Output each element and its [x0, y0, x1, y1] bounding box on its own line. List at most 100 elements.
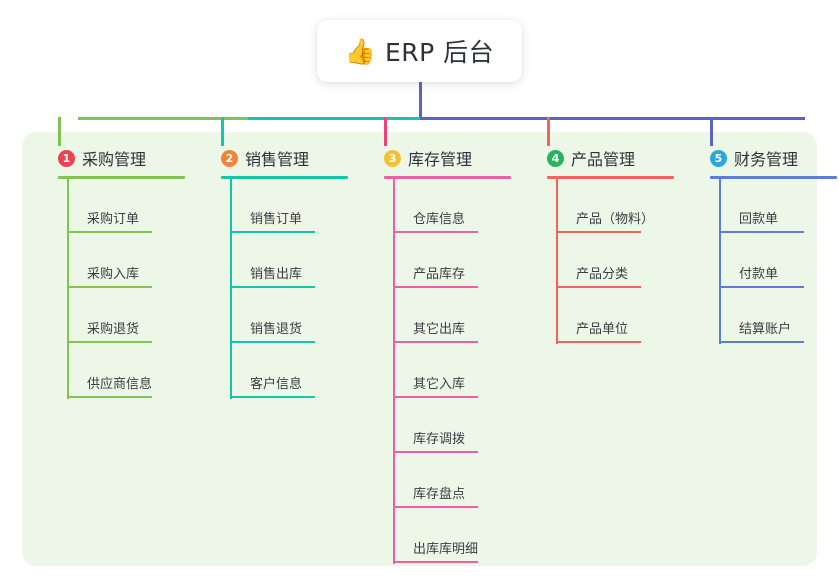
- list-item-label: 产品库存: [413, 267, 466, 282]
- column-badge-4: 4: [547, 149, 564, 167]
- list-item[interactable]: 采购订单: [67, 179, 192, 234]
- list-item-label: 产品分类: [576, 267, 629, 282]
- list-item-rule: [67, 396, 152, 398]
- root-node-card[interactable]: 👍 ERP 后台: [317, 20, 522, 82]
- column-items-4: 产品（物料） 产品分类产品单位: [556, 179, 681, 344]
- column-spine-4: [556, 179, 558, 344]
- list-item-label: 客户信息: [250, 377, 303, 392]
- column-spine-1: [67, 179, 69, 399]
- list-item-rule: [719, 341, 804, 343]
- list-item[interactable]: 产品（物料）: [556, 179, 681, 234]
- list-item[interactable]: 采购退货: [67, 289, 192, 344]
- thumbs-up-icon: 👍: [344, 36, 376, 66]
- list-item-rule: [393, 451, 478, 453]
- column-header-1[interactable]: 1 采购管理: [40, 146, 192, 170]
- list-item-rule: [719, 286, 804, 288]
- list-item-label: 销售出库: [250, 267, 303, 282]
- list-item-label: 库存盘点: [413, 487, 466, 502]
- list-item-rule: [230, 396, 315, 398]
- column-rule-3: [384, 176, 511, 179]
- column-rule-5: [710, 176, 837, 179]
- list-item[interactable]: 销售订单: [230, 179, 355, 234]
- column-spine-3: [393, 179, 395, 564]
- list-item-rule: [230, 286, 315, 288]
- column-badge-3: 3: [384, 149, 401, 167]
- column-title-2: 销售管理: [245, 150, 310, 169]
- list-item-label: 产品单位: [576, 322, 629, 337]
- list-item-rule: [67, 341, 152, 343]
- column-header-3[interactable]: 3 库存管理: [366, 146, 518, 170]
- list-item[interactable]: 供应商信息: [67, 344, 192, 399]
- column-header-4[interactable]: 4 产品管理: [529, 146, 681, 170]
- column-title-4: 产品管理: [571, 150, 636, 169]
- list-item-label: 采购入库: [87, 267, 140, 282]
- list-item[interactable]: 销售出库: [230, 234, 355, 289]
- list-item-rule: [393, 396, 478, 398]
- column-badge-5: 5: [710, 149, 727, 167]
- column-header-5[interactable]: 5 财务管理: [692, 146, 839, 170]
- list-item-rule: [393, 341, 478, 343]
- column-items-1: 采购订单采购入库采购退货供应商信息: [67, 179, 192, 399]
- list-item[interactable]: 客户信息: [230, 344, 355, 399]
- column-rule-2: [221, 176, 348, 179]
- list-item[interactable]: 产品单位: [556, 289, 681, 344]
- list-item-label: 回款单: [739, 212, 779, 227]
- list-item-rule: [719, 231, 804, 233]
- list-item-label: 产品（物料）: [576, 212, 655, 227]
- column-title-3: 库存管理: [408, 150, 473, 169]
- list-item-rule: [393, 506, 478, 508]
- list-item[interactable]: 产品分类: [556, 234, 681, 289]
- list-item-label: 采购退货: [87, 322, 140, 337]
- root-node-title: ERP 后台: [384, 38, 495, 67]
- column-1: 1 采购管理采购订单采购入库采购退货供应商信息: [40, 146, 192, 399]
- column-items-5: 回款单付款单结算账户: [719, 179, 839, 344]
- list-item-rule: [556, 231, 641, 233]
- list-item-rule: [230, 341, 315, 343]
- list-item-rule: [67, 286, 152, 288]
- list-item-label: 销售退货: [250, 322, 303, 337]
- list-item-label: 其它入库: [413, 377, 466, 392]
- column-3: 3 库存管理仓库信息产品库存其它出库其它入库库存调拨库存盘点出库库明细: [366, 146, 518, 564]
- list-item-label: 付款单: [739, 267, 779, 282]
- list-item-label: 供应商信息: [87, 377, 153, 392]
- list-item-rule: [556, 286, 641, 288]
- column-rule-1: [58, 176, 185, 179]
- column-2: 2 销售管理销售订单销售出库销售退货客户信息: [203, 146, 355, 399]
- list-item-label: 结算账户: [739, 322, 792, 337]
- list-item[interactable]: 采购入库: [67, 234, 192, 289]
- list-item[interactable]: 库存盘点: [393, 454, 518, 509]
- list-item[interactable]: 其它入库: [393, 344, 518, 399]
- list-item-label: 采购订单: [87, 212, 140, 227]
- column-items-2: 销售订单销售出库销售退货客户信息: [230, 179, 355, 399]
- list-item[interactable]: 仓库信息: [393, 179, 518, 234]
- diagram-panel-background: [22, 132, 817, 566]
- list-item[interactable]: 出库库明细: [393, 509, 518, 564]
- column-badge-2: 2: [221, 149, 238, 167]
- list-item[interactable]: 回款单: [719, 179, 839, 234]
- list-item[interactable]: 销售退货: [230, 289, 355, 344]
- list-item[interactable]: 付款单: [719, 234, 839, 289]
- list-item-rule: [556, 341, 641, 343]
- column-spine-2: [230, 179, 232, 399]
- column-title-1: 采购管理: [82, 150, 147, 169]
- column-header-2[interactable]: 2 销售管理: [203, 146, 355, 170]
- list-item[interactable]: 结算账户: [719, 289, 839, 344]
- list-item-rule: [67, 231, 152, 233]
- list-item[interactable]: 产品库存: [393, 234, 518, 289]
- column-items-3: 仓库信息产品库存其它出库其它入库库存调拨库存盘点出库库明细: [393, 179, 518, 564]
- column-4: 4 产品管理产品（物料） 产品分类产品单位: [529, 146, 681, 344]
- list-item-label: 其它出库: [413, 322, 466, 337]
- list-item-label: 销售订单: [250, 212, 303, 227]
- list-item-label: 库存调拨: [413, 432, 466, 447]
- list-item-rule: [230, 231, 315, 233]
- column-title-5: 财务管理: [734, 150, 799, 169]
- column-spine-5: [719, 179, 721, 344]
- column-rule-4: [547, 176, 674, 179]
- column-badge-1: 1: [58, 149, 75, 167]
- list-item-rule: [393, 231, 478, 233]
- list-item[interactable]: 其它出库: [393, 289, 518, 344]
- list-item-label: 出库库明细: [413, 542, 479, 557]
- column-5: 5 财务管理回款单付款单结算账户: [692, 146, 839, 344]
- list-item[interactable]: 库存调拨: [393, 399, 518, 454]
